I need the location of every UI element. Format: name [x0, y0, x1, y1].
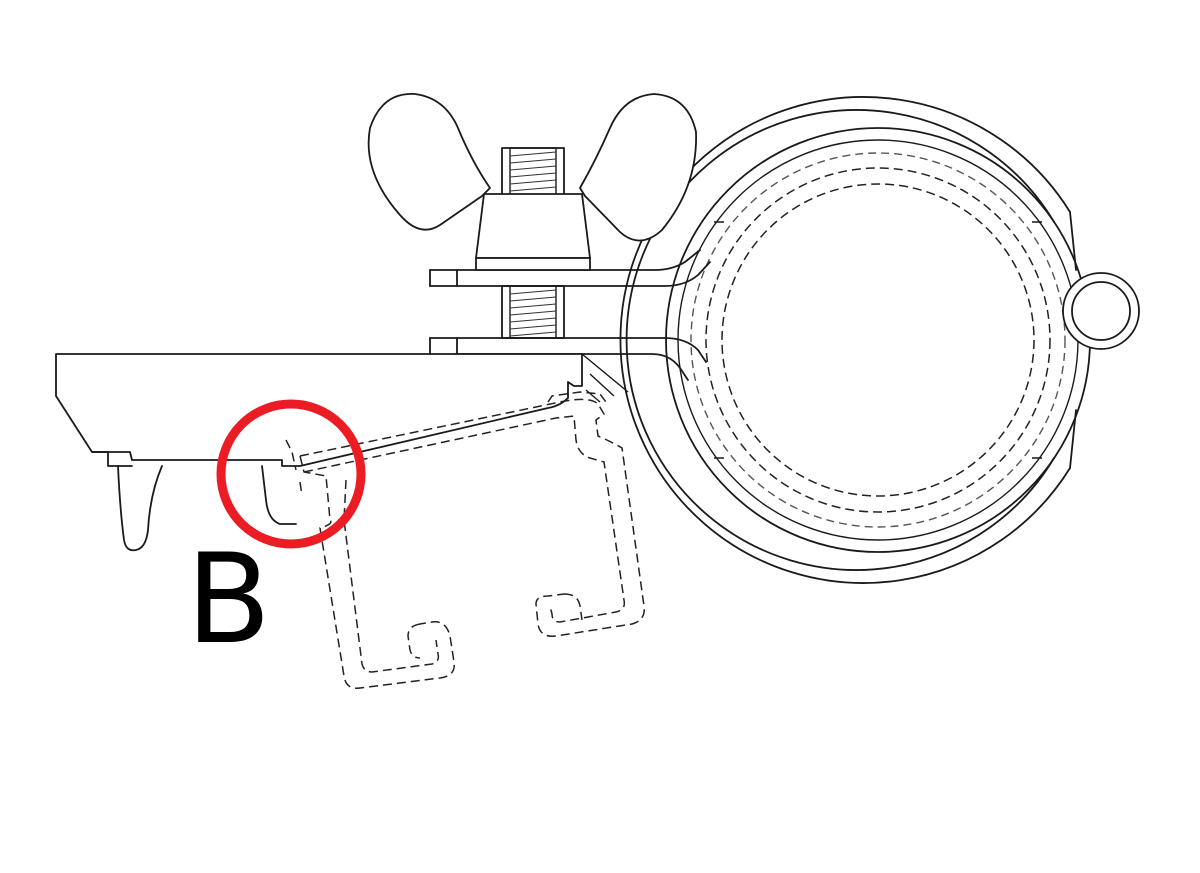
detail-callout-b: B — [186, 399, 366, 672]
clamp-strap — [429, 249, 711, 381]
wing-nut-icon — [367, 93, 697, 271]
eye-ring-icon — [1062, 272, 1140, 350]
detail-label: B — [186, 528, 271, 672]
strut-channel-hidden-icon — [299, 391, 645, 689]
detail-ring — [216, 399, 366, 549]
